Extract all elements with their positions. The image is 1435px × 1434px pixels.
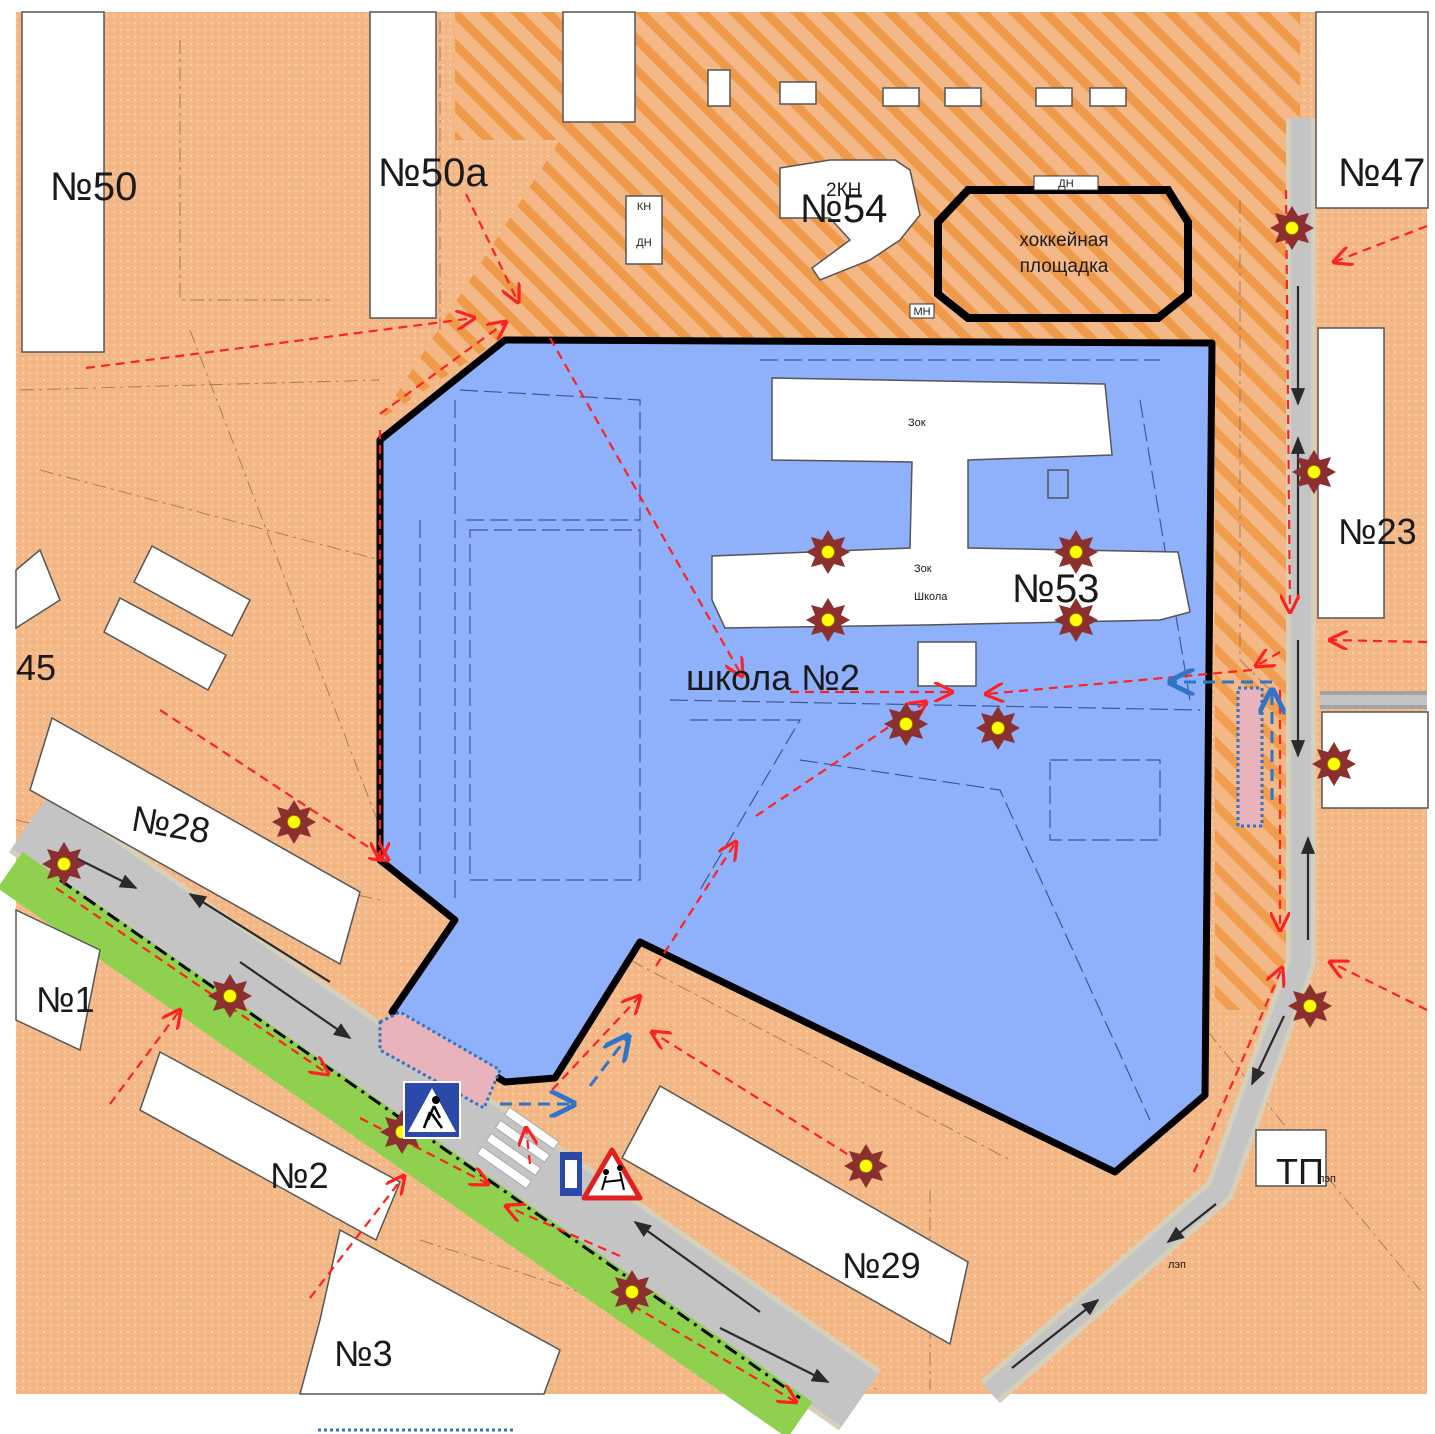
building-label-54-kn: 2КН: [826, 180, 861, 201]
vehicle-routes: [69, 286, 1316, 1383]
buildings: [15, 11, 1429, 1395]
dn-label: ДН: [636, 237, 651, 249]
tp-label: ТП: [1276, 1151, 1324, 1192]
building-28: [29, 716, 361, 966]
pedestrian-routes: [55, 189, 1428, 1402]
building-label-47: №47: [1338, 151, 1425, 195]
zok-label-2: Зок: [914, 563, 932, 575]
building-label-50a: №50а: [378, 151, 488, 195]
hockey-rink: [934, 186, 1192, 322]
bus-stop-pad-east: [1236, 686, 1264, 828]
hockey-rink-label-1: хоккейная: [1019, 230, 1108, 251]
building-3: [299, 1228, 561, 1395]
building-north: [562, 11, 636, 123]
building-47: [1315, 11, 1429, 209]
building-label-2: №2: [270, 1155, 329, 1196]
building-label-45: 45: [16, 647, 56, 688]
mn-label: МН: [913, 306, 930, 318]
building-small-1: [133, 544, 251, 638]
kn-dn-box: [625, 195, 663, 265]
school-small-label: Школа: [914, 591, 948, 603]
zok-label-1: Зок: [908, 417, 926, 429]
school-paths: [419, 359, 1201, 1121]
lep-label: лэп: [1168, 1259, 1186, 1271]
building-label-3: №3: [334, 1333, 393, 1374]
building-1: [15, 908, 101, 1052]
hatched-zone-east: [1215, 340, 1290, 1010]
kn-label: КН: [637, 201, 651, 213]
school-label: школа №2: [686, 657, 860, 698]
bus-routes: [500, 682, 1272, 1104]
bus-stop-pad-west: [378, 1010, 502, 1111]
map-labels: №50 №50а №54 2КН №47 №23 №53 школа №2 №2…: [16, 151, 1425, 1374]
children-warning-sign-icon: [581, 1147, 643, 1201]
building-29: [620, 1084, 969, 1346]
building-label-29: №29: [842, 1245, 921, 1286]
building-label-1: №1: [36, 979, 95, 1020]
building-54: [779, 159, 921, 281]
hatched-sports-zone: [380, 140, 1290, 420]
pedestrian-crossing-sign-icon: [560, 1152, 582, 1196]
tp-sub-label: лэп: [1318, 1173, 1336, 1185]
building-label-54: №54: [800, 187, 887, 231]
building-label-23: №23: [1338, 511, 1417, 552]
hockey-rink-label-2: площадка: [1020, 256, 1109, 277]
building-2: [139, 1050, 401, 1242]
building-50a: [369, 11, 437, 319]
building-label-53: №53: [1012, 567, 1099, 611]
hatched-zone-north: [455, 12, 1300, 140]
pedestrian-crossing-sign-icon: [403, 1081, 461, 1139]
dn-top-label: ДН: [1058, 178, 1073, 190]
cadastral-lines: [15, 20, 1421, 1391]
building-50: [21, 11, 105, 353]
building-label-50: №50: [50, 165, 137, 209]
